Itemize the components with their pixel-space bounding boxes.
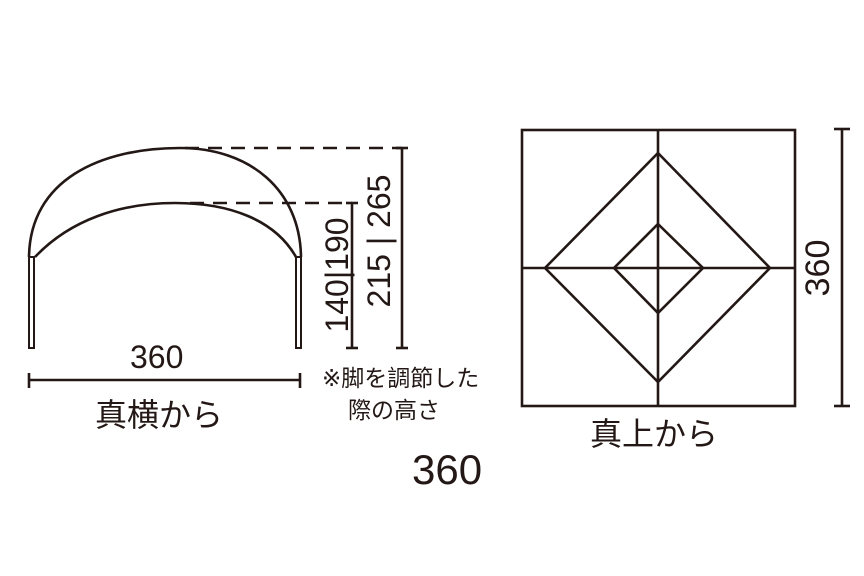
inner-diamond	[612, 222, 705, 315]
right-leg	[295, 256, 302, 349]
top-view-drawing	[520, 127, 850, 408]
adjusted-leg-note-line1: ※脚を調節した	[322, 366, 480, 392]
adjusted-leg-note-line2: 際の高さ	[348, 398, 440, 424]
left-leg	[28, 256, 35, 349]
side-view-caption: 真横から	[95, 396, 224, 434]
height-low-label: 140|190	[319, 217, 355, 333]
inner-arch	[34, 201, 298, 258]
outer-arch	[27, 146, 303, 258]
side-view-drawing	[27, 146, 408, 388]
side-width-label: 360	[130, 339, 184, 375]
outer-diamond	[543, 151, 772, 384]
top-depth-label: 360	[799, 239, 837, 297]
height-high-label: 215 | 265	[361, 174, 397, 308]
top-view-caption: 真上から	[590, 415, 719, 453]
top-width-label: 360	[412, 446, 483, 493]
